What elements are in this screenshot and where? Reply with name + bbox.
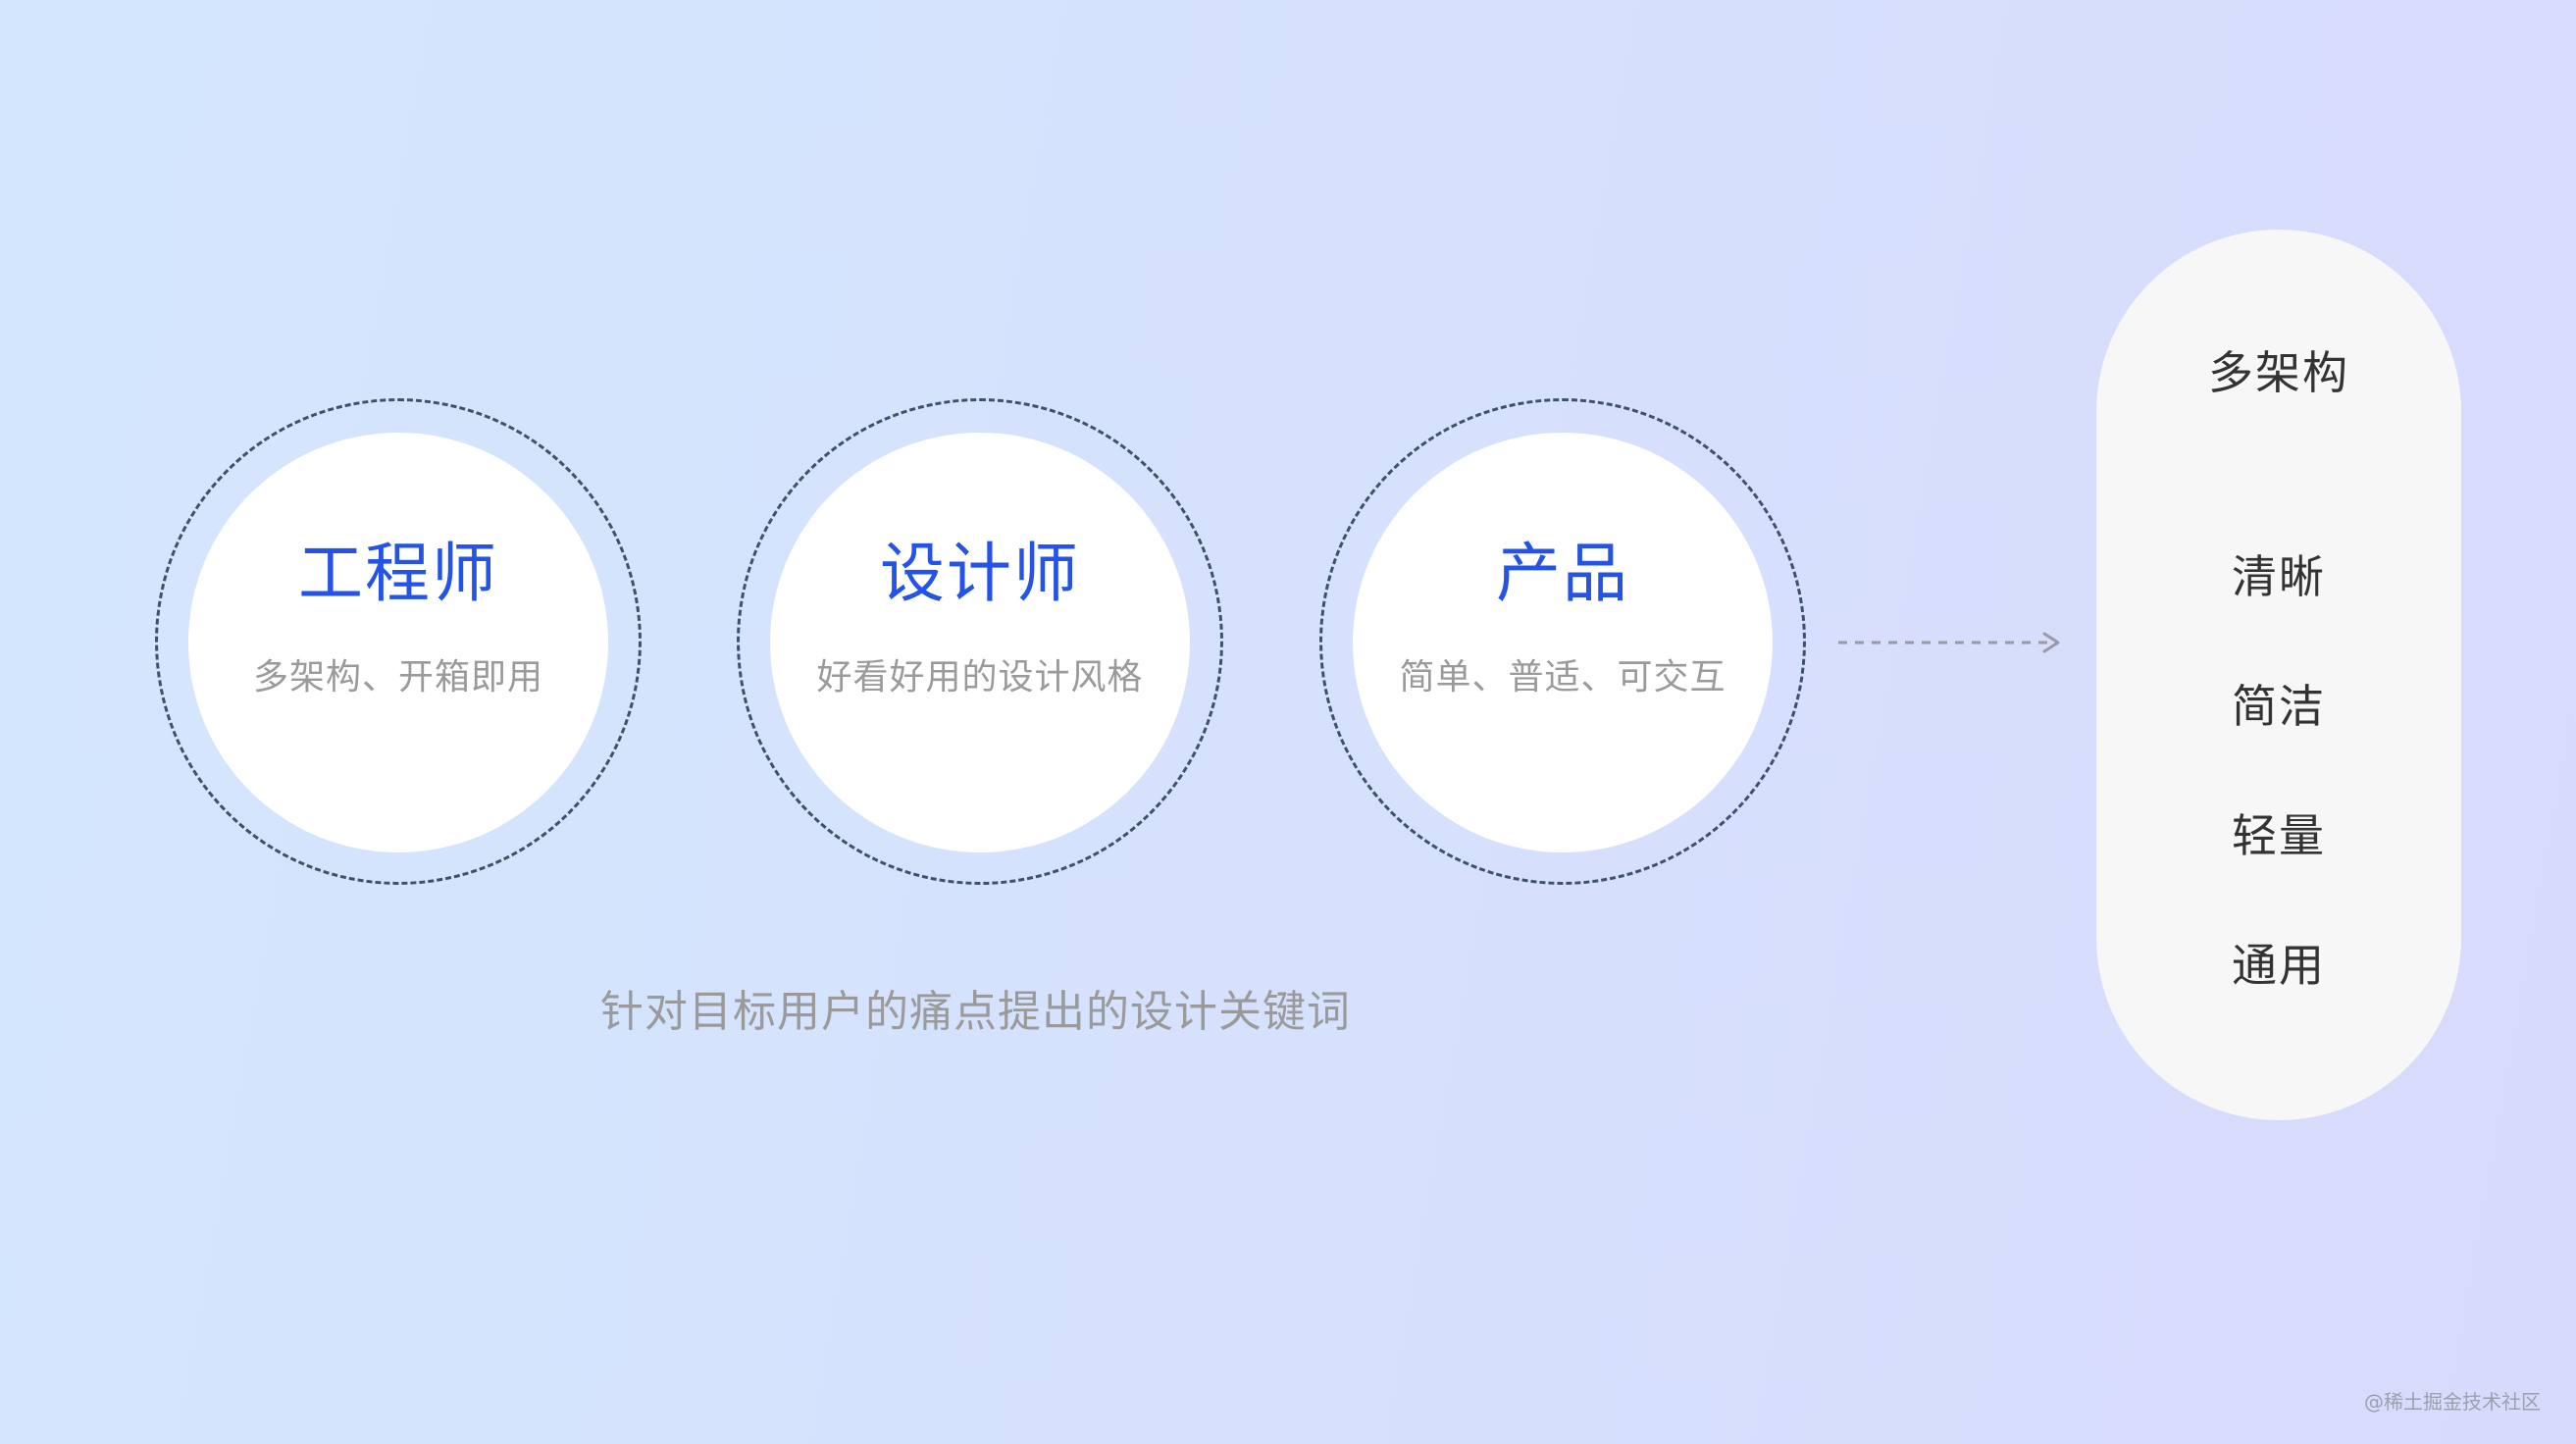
persona-title: 设计师 [880, 536, 1080, 611]
persona-title: 工程师 [298, 536, 498, 611]
persona-ring-engineer [155, 398, 642, 885]
keyword-item: 通用 [2232, 939, 2326, 992]
persona-circle-product: 产品 简单、普适、可交互 [1353, 433, 1773, 852]
watermark: @稀土掘金技术社区 [2364, 1390, 2541, 1414]
persona-title: 产品 [1496, 536, 1629, 611]
keyword-pill-heading: 多架构 [2208, 346, 2349, 399]
dashed-arrow-icon [1838, 632, 2060, 653]
diagram-caption: 针对目标用户的痛点提出的设计关键词 [600, 987, 1351, 1037]
keyword-item: 轻量 [2232, 809, 2326, 862]
keyword-item: 清晰 [2232, 550, 2326, 603]
keyword-pill: 多架构 清晰 简洁 轻量 通用 [2096, 230, 2461, 1120]
persona-desc: 好看好用的设计风格 [816, 657, 1144, 697]
persona-ring-product [1319, 398, 1806, 885]
keyword-item: 简洁 [2232, 680, 2326, 733]
persona-desc: 简单、普适、可交互 [1399, 657, 1726, 697]
persona-ring-designer [737, 398, 1223, 885]
persona-circle-designer: 设计师 好看好用的设计风格 [770, 433, 1190, 852]
persona-circle-engineer: 工程师 多架构、开箱即用 [188, 433, 608, 852]
persona-desc: 多架构、开箱即用 [252, 657, 543, 697]
